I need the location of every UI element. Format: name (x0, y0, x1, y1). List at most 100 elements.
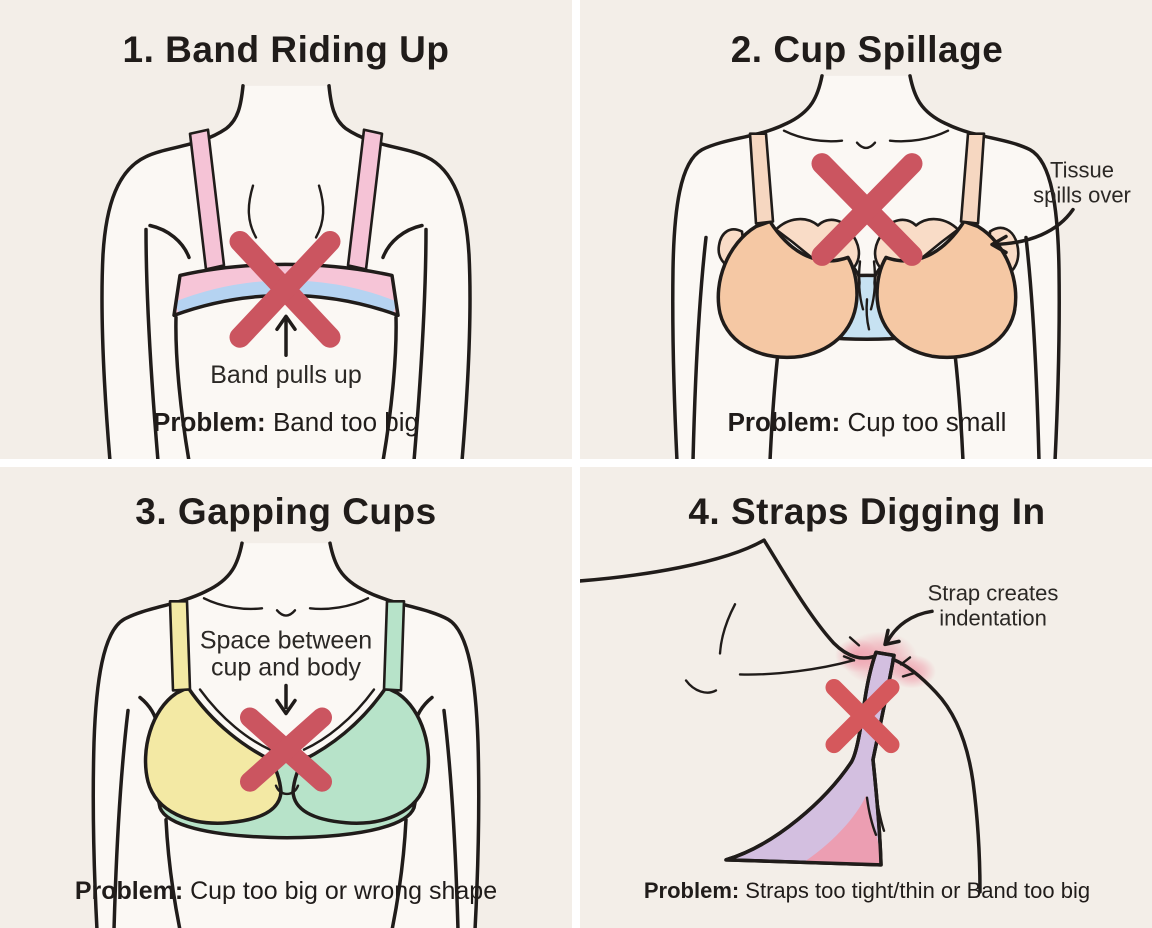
left-inner-arm-line (691, 235, 708, 459)
left-torso-line (164, 818, 182, 928)
tick-left-1 (848, 636, 861, 647)
x-mark-icon (811, 153, 923, 266)
annotation-band-pulls-up: Band pulls up (210, 361, 361, 389)
right-bra-strap (959, 132, 986, 225)
problem-caption: Problem: Cup too small (728, 407, 1007, 437)
gore-arc-line (274, 784, 300, 796)
panel-title: 4. Straps Digging In (688, 490, 1045, 532)
right-inner-arm-line (412, 227, 428, 459)
left-cup (716, 219, 859, 360)
left-collarbone-line (202, 597, 264, 611)
annotation-line1: Strap creates (928, 580, 1059, 605)
shoulder-neck-outlines (580, 538, 982, 894)
arm-crease-1 (865, 796, 878, 837)
chin-arc (684, 679, 718, 694)
right-inner-arm-line (442, 708, 460, 928)
right-armpit-line (381, 223, 424, 260)
left-inner-arm-line (144, 227, 160, 459)
right-inner-arm-line (1024, 235, 1041, 459)
gore-crease-lines (857, 260, 877, 331)
left-collarbone-line (782, 129, 844, 143)
down-arrow-icon (275, 683, 297, 716)
cup-pink-accent (798, 795, 882, 865)
sternum-notch-line (855, 141, 877, 150)
sternum-notch-line (275, 609, 297, 617)
neck-to-shoulder-line (762, 538, 876, 660)
problem-text: Cup too small (840, 407, 1006, 437)
panel-title: 1. Band Riding Up (123, 29, 450, 70)
body-silhouette (93, 543, 479, 928)
straps-digging-in-illustration: 4. Straps Digging In (580, 490, 1090, 903)
right-cup (875, 219, 1018, 360)
back-view-outlines (100, 84, 472, 459)
jaw-line (580, 538, 766, 583)
annotation-line2: indentation (939, 605, 1047, 630)
gore-crease-2 (869, 260, 877, 311)
problem-caption: Problem: Straps too tight/thin or Band t… (644, 878, 1090, 903)
left-bra-strap (168, 599, 192, 692)
jaw-shadow-line (718, 603, 737, 655)
arm-crease-2 (875, 799, 886, 832)
tick-left-2 (842, 655, 856, 662)
problem-label: Problem: (728, 407, 841, 437)
panel-gapping-cups: 3. Gapping Cups (0, 467, 572, 928)
right-shoulder-blade-crease (314, 184, 325, 239)
front-view-outlines (91, 541, 481, 928)
right-bra-strap (382, 599, 406, 692)
problem-label: Problem: (153, 407, 266, 437)
x-stroke-2 (229, 230, 341, 348)
problem-label: Problem: (75, 877, 183, 905)
problem-label: Problem: (644, 878, 739, 903)
x-stroke-2 (240, 707, 332, 792)
right-gap-body-line (302, 688, 376, 751)
right-collarbone-line (308, 597, 370, 611)
panel-straps-digging-in: 4. Straps Digging In (580, 467, 1152, 928)
x-mark-icon (240, 707, 332, 792)
right-collarbone-line (888, 129, 950, 143)
right-torso-line (381, 315, 398, 459)
glow-left (835, 638, 879, 673)
arrow-head (990, 234, 1008, 255)
left-neck-shoulder-arm-line (100, 84, 245, 459)
neck-base-line (738, 659, 855, 676)
annotation-line2: cup and body (211, 653, 362, 681)
arrow-curve (992, 207, 1075, 247)
up-arrow-icon (275, 314, 297, 357)
cup-spillage-illustration: 2. Cup Spillage (670, 29, 1131, 459)
left-bra-strap (188, 128, 226, 271)
panel-cup-spillage: 2. Cup Spillage (580, 0, 1152, 459)
tick-right-1 (899, 656, 912, 666)
left-bra-strap (748, 132, 775, 225)
arrow-head (275, 314, 297, 332)
x-mark-icon (825, 678, 900, 754)
arrow-curve (885, 609, 934, 645)
curved-arrow-icon (883, 609, 934, 647)
annotation-line2: spills over (1033, 183, 1131, 208)
left-neck-shoulder-arm-line (91, 541, 244, 928)
shoulder-arm-line (891, 657, 982, 894)
gapping-cups-illustration: 3. Gapping Cups (75, 490, 497, 928)
left-torso-line (174, 315, 191, 459)
left-gap-body-line (198, 688, 272, 751)
right-neck-shoulder-arm-line (908, 74, 1062, 459)
arrow-head (275, 698, 297, 716)
indentation-tick-marks (842, 636, 915, 678)
band-riding-up-illustration: 1. Band Riding Up (100, 29, 472, 459)
left-shoulder-blade-crease (247, 184, 258, 239)
problem-text: Band too big (266, 407, 419, 437)
curved-arrow-icon (990, 207, 1075, 255)
right-neck-shoulder-arm-line (328, 541, 481, 928)
left-inner-arm-line (112, 708, 130, 928)
panel-title: 2. Cup Spillage (731, 29, 1004, 70)
right-bra-strap (346, 128, 384, 271)
problem-caption: Problem: Band too big (153, 407, 419, 437)
gore-crease-1 (857, 260, 865, 311)
problem-caption: Problem: Cup too big or wrong shape (75, 877, 497, 905)
left-armpit-line (148, 223, 191, 260)
tick-right-2 (901, 672, 915, 678)
arrow-head (883, 628, 901, 647)
x-mark-icon (229, 230, 341, 348)
annotation-line1: Space between (200, 626, 372, 654)
left-neck-shoulder-arm-line (670, 74, 824, 459)
